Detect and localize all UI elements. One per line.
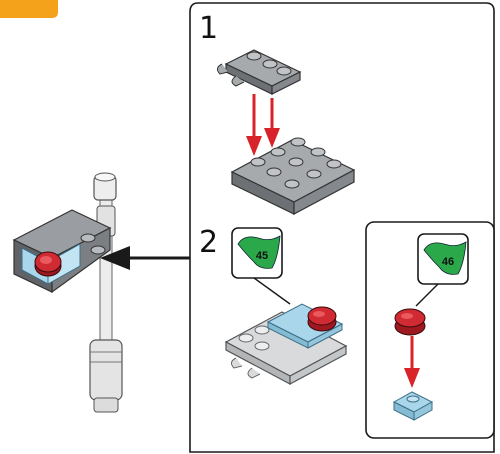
- assembly-arrow-icon: [404, 336, 420, 388]
- step-1-number: 1: [199, 11, 219, 46]
- assembly-arrow-icon: [246, 94, 280, 156]
- trans-blue-plate: [392, 391, 434, 421]
- finished-model: [12, 172, 123, 413]
- page-tab: [0, 0, 58, 18]
- steps-frame: [189, 2, 495, 453]
- step1-top-plate: [216, 49, 302, 95]
- page-callout-icon: 45: [231, 227, 283, 279]
- callout-leader: [253, 277, 291, 305]
- pointer-arrow-icon: [100, 246, 190, 270]
- step-2: 45 4: [224, 221, 495, 439]
- step-2-number: 2: [199, 225, 219, 260]
- red-round-tile-piece: [394, 308, 426, 336]
- red-round-tile: [34, 251, 62, 277]
- pole-base: [89, 339, 123, 413]
- step1-bottom-plate: [230, 137, 356, 215]
- callout-46-label: 46: [442, 256, 454, 268]
- step2-assembly: [224, 303, 348, 386]
- sub-step-box: 46: [365, 221, 495, 439]
- callout-leader: [415, 283, 439, 307]
- page-callout-icon: 46: [417, 233, 469, 285]
- callout-45-label: 45: [256, 250, 268, 262]
- step-1: [216, 49, 356, 215]
- sign-plate: [12, 209, 112, 294]
